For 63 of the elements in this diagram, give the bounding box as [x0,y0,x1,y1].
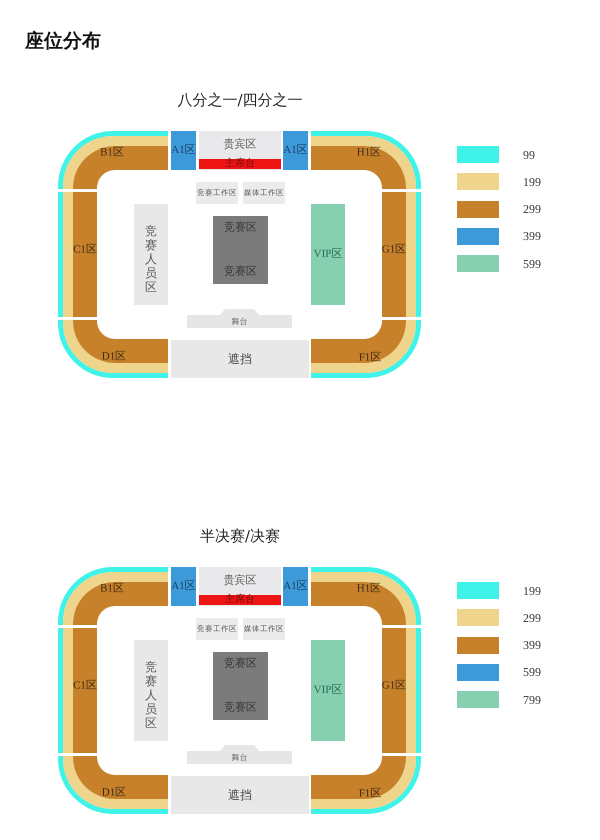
section-label: C1区 [73,680,97,692]
legend-label: 199 [523,584,541,596]
zone-label: 竞赛区 [224,702,257,714]
seat-block: VIP区 [311,640,345,741]
page-title: 座位分布 [25,31,101,52]
stage-shape [187,309,292,328]
seat-section [382,192,421,317]
zone-box: 遮挡 [171,340,309,378]
legend-label: 299 [523,203,541,216]
plan-heading: 八分之一/四分之一 [177,92,303,108]
section-label: D1区 [102,788,126,798]
seat-block: A1区 [283,567,308,606]
section-label: B1区 [100,148,124,158]
field-box [213,652,268,720]
seat-section [58,131,168,189]
legend-label: 399 [523,639,541,652]
zone-label: 竞赛区 [224,266,257,278]
seat-block: A1区 [171,131,196,170]
stage-label: 舞台 [232,754,248,762]
section-label: G1区 [382,244,406,256]
legend-label: 399 [523,230,541,242]
legend-label: 799 [523,694,541,706]
legend-label: 299 [523,612,541,624]
legend-label: 99 [523,148,535,160]
seat-block: VIP区 [311,204,345,305]
seat-section [311,756,421,814]
legend-label: 599 [523,258,541,270]
zone-label: 贵宾区 [224,576,256,586]
section-label: B1区 [100,584,124,594]
section-label: C1区 [73,244,97,256]
section-label: H1区 [356,584,382,594]
rostrum-bar: 主席台 [199,159,281,169]
zone-box: 竞赛人员区 [134,640,168,741]
zone-box: 竞赛人员区 [134,204,168,305]
zone-box [199,131,281,170]
seat-block: A1区 [171,567,196,606]
seat-section [311,131,421,189]
seat-section [58,320,168,378]
seat-section [58,567,168,625]
seat-section [58,756,168,814]
legend-label: 599 [523,666,541,678]
seat-section [58,628,97,753]
section-label: H1区 [356,148,382,158]
seat-block: A1区 [283,131,308,170]
zone-label: 贵宾区 [224,140,256,150]
seat-section [311,567,421,625]
field-box [213,216,268,284]
zone-label: 竞赛区 [224,222,257,234]
stage-shape [187,745,292,764]
zone-box [199,567,281,606]
zone-box: 遮挡 [171,776,309,814]
stage-label: 舞台 [232,318,248,326]
seat-section [58,192,97,317]
seat-section [311,320,421,378]
section-label: F1区 [358,352,382,364]
section-label: G1区 [382,680,406,692]
rostrum-bar: 主席台 [199,595,281,605]
plan-heading: 半决赛/决赛 [200,528,280,544]
section-label: F1区 [358,788,382,800]
legend-label: 199 [523,176,541,188]
seat-section [382,628,421,753]
section-label: D1区 [102,352,126,362]
zone-label: 竞赛区 [224,658,257,670]
